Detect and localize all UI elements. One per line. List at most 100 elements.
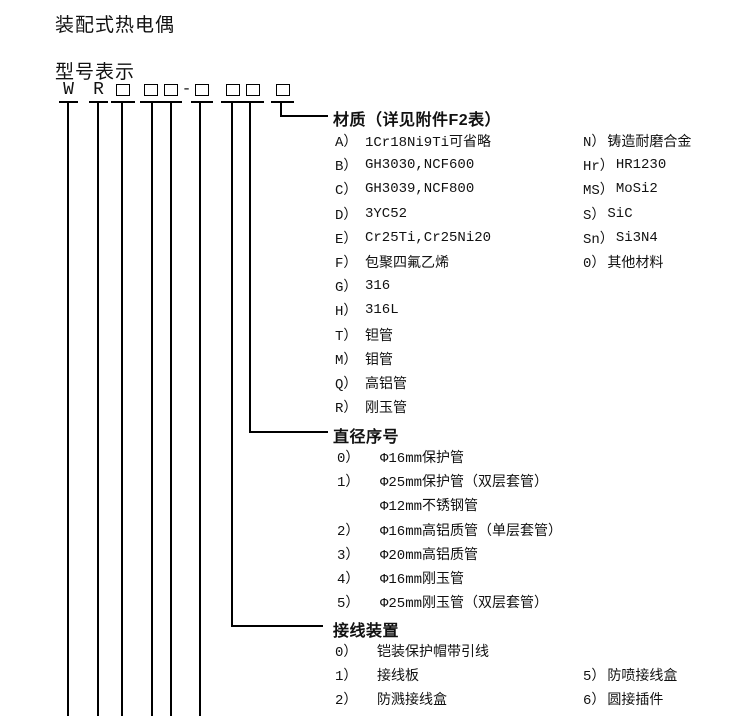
list-item: R） 刚玉管	[335, 395, 735, 419]
item-value: 防喷接线盒	[607, 669, 678, 686]
drop-line-diameter	[249, 102, 251, 433]
item-code: E）	[335, 231, 358, 248]
item-value: Φ12mm不锈钢管	[380, 499, 479, 516]
item-right-column	[583, 395, 585, 419]
item-right-column	[583, 298, 585, 322]
item-value: 刚玉管	[365, 401, 407, 418]
terminal-list: 0） 铠装保护帽带引线 1） 接线板 5） 防喷接线盒 2） 防溅接线盒 6） …	[335, 639, 735, 712]
item-code: N）	[583, 135, 606, 152]
code-group-w: W	[59, 80, 78, 103]
item-value: 3YC52	[365, 205, 408, 222]
item-value: GH3030,NCF600	[365, 157, 475, 174]
item-right-column: N） 铸造耐磨合金	[583, 129, 691, 153]
item-code: 6）	[583, 693, 606, 710]
item-value: Φ16mm高铝质管（单层套管）	[380, 523, 563, 540]
list-item: 0） 铠装保护帽带引线	[335, 639, 735, 663]
drop-line-terminal	[231, 102, 233, 627]
item-value: Φ25mm刚玉管（双层套管）	[380, 596, 549, 613]
item-code: B）	[335, 159, 358, 176]
item-code: Q）	[335, 376, 358, 393]
drop-line-5	[170, 102, 172, 716]
item-value: 包聚四氟乙烯	[365, 256, 449, 273]
list-item: H） 316L	[335, 298, 735, 322]
item-right-column: Sn） Si3N4	[583, 226, 658, 250]
connector-diameter	[249, 431, 328, 433]
code-box	[195, 84, 209, 96]
list-item: Q） 高铝管	[335, 371, 735, 395]
item-right-column: S） SiC	[583, 202, 633, 226]
code-char-w: W	[63, 80, 74, 100]
list-item: G） 316	[335, 274, 735, 298]
item-code: D）	[335, 207, 358, 224]
terminal-heading: 接线装置	[333, 623, 400, 640]
item-value: 钼管	[365, 352, 393, 369]
item-value: HR1230	[615, 157, 667, 174]
model-designation-label: 型号表示	[55, 62, 136, 84]
item-code: 0）	[337, 451, 360, 468]
item-code: MS）	[583, 183, 614, 200]
code-dash: -	[181, 80, 192, 98]
list-item: T） 钽管	[335, 323, 735, 347]
item-right-column	[583, 274, 585, 298]
list-item: E） Cr25Ti,Cr25Ni20 Sn） Si3N4	[335, 226, 735, 250]
item-value: 圆接插件	[607, 693, 664, 710]
item-right-column	[583, 371, 585, 395]
connector-material	[280, 115, 328, 117]
item-code: 5）	[337, 596, 360, 613]
list-item: 5） Φ25mm刚玉管（双层套管）	[337, 590, 737, 614]
item-value: GH3039,NCF800	[365, 181, 475, 198]
item-value: 防溅接线盒	[377, 693, 447, 710]
list-item: 1） 接线板 5） 防喷接线盒	[335, 663, 735, 687]
item-value: Cr25Ti,Cr25Ni20	[365, 229, 492, 246]
code-group-box-1	[111, 80, 135, 103]
code-box	[116, 84, 130, 96]
item-code: 0）	[335, 645, 358, 662]
code-group-r: R	[89, 80, 108, 103]
item-value: 其他材料	[607, 256, 664, 273]
item-value: Φ25mm保护管（双层套管）	[380, 475, 549, 492]
item-value: Si3N4	[615, 229, 658, 246]
item-code: 1）	[335, 669, 358, 686]
item-code: S）	[583, 207, 606, 224]
item-code: M）	[335, 352, 358, 369]
material-heading: 材质（详见附件F2表）	[333, 112, 502, 129]
item-code: 5）	[583, 669, 606, 686]
code-group-box-pair-2	[221, 80, 264, 103]
list-item: F） 包聚四氟乙烯 0） 其他材料	[335, 250, 735, 274]
list-item: B） GH3030,NCF600 Hr） HR1230	[335, 153, 735, 177]
list-item: D） 3YC52 S） SiC	[335, 202, 735, 226]
item-value: 铠装保护帽带引线	[377, 645, 489, 662]
list-item: A） 1Cr18Ni9Ti可省略 N） 铸造耐磨合金	[335, 129, 735, 153]
drop-line-w	[67, 102, 69, 716]
item-value: 钽管	[365, 328, 393, 345]
item-code: Hr）	[583, 159, 614, 176]
item-right-column: 6） 圆接插件	[583, 687, 663, 711]
item-code: Sn）	[583, 231, 614, 248]
code-char-r: R	[93, 80, 104, 100]
item-code: 3）	[337, 547, 360, 564]
list-item: 4） Φ16mm刚玉管	[337, 566, 737, 590]
item-right-column: 5） 防喷接线盒	[583, 663, 677, 687]
page-title: 装配式热电偶	[55, 15, 176, 37]
item-code: R）	[335, 401, 358, 418]
item-code: G）	[335, 280, 358, 297]
material-list: A） 1Cr18Ni9Ti可省略 N） 铸造耐磨合金 B） GH3030,NCF…	[335, 129, 735, 419]
item-value: 316L	[365, 302, 399, 319]
drop-line-material	[280, 102, 282, 117]
drop-line-r	[97, 102, 99, 716]
item-value: 铸造耐磨合金	[607, 135, 692, 152]
item-right-column	[583, 639, 585, 663]
list-item: M） 钼管	[335, 347, 735, 371]
list-item: 3） Φ20mm高铝质管	[337, 542, 737, 566]
code-box	[245, 84, 260, 96]
item-code: C）	[335, 183, 358, 200]
item-right-column	[583, 347, 585, 371]
drop-line-3	[121, 102, 123, 716]
drop-line-6	[199, 102, 201, 716]
item-value: 接线板	[377, 669, 419, 686]
code-box	[225, 84, 240, 96]
list-item: Φ12mm不锈钢管	[337, 493, 737, 517]
item-right-column	[583, 323, 585, 347]
list-item: C） GH3039,NCF800 MS） MoSi2	[335, 177, 735, 201]
item-value: Φ20mm高铝质管	[380, 547, 479, 564]
